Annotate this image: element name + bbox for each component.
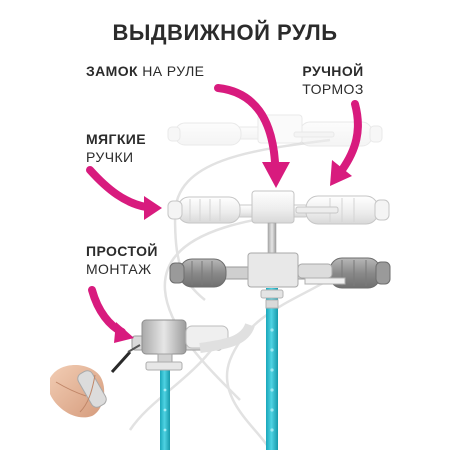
handlebar-bottom xyxy=(169,252,391,289)
label-grips-rest: РУЧКИ xyxy=(86,149,134,165)
label-brake: РУЧНОЙ ТОРМОЗ xyxy=(300,62,366,98)
label-grips-bold: МЯГКИЕ xyxy=(86,131,147,147)
scooter-stem xyxy=(260,222,284,450)
page-title: ВЫДВИЖНОЙ РУЛЬ xyxy=(112,20,338,45)
arrowhead-mount xyxy=(114,322,134,343)
label-lock-bold: ЗАМОК xyxy=(86,63,138,79)
label-brake-rest: ТОРМОЗ xyxy=(302,81,364,97)
arrowhead-lock xyxy=(262,162,290,188)
arrow-grips xyxy=(86,166,150,211)
handlebar-middle xyxy=(167,190,390,225)
label-mount: ПРОСТОЙ МОНТАЖ xyxy=(86,242,158,278)
label-lock: ЗАМОК НА РУЛЕ xyxy=(86,62,204,80)
label-mount-bold: ПРОСТОЙ xyxy=(86,243,158,259)
arrow-lock xyxy=(214,84,279,166)
arrowhead-brake xyxy=(330,160,352,186)
label-grips: МЯГКИЕ РУЧКИ xyxy=(86,130,146,166)
arrowhead-grips xyxy=(144,196,162,220)
label-mount-rest: МОНТАЖ xyxy=(86,261,152,277)
arrow-brake xyxy=(338,100,362,174)
label-lock-rest: НА РУЛЕ xyxy=(137,63,205,79)
clamp-closeup xyxy=(110,319,255,450)
arrowheads xyxy=(114,160,352,343)
label-brake-bold: РУЧНОЙ xyxy=(302,63,364,79)
hand-with-tool xyxy=(50,365,107,418)
